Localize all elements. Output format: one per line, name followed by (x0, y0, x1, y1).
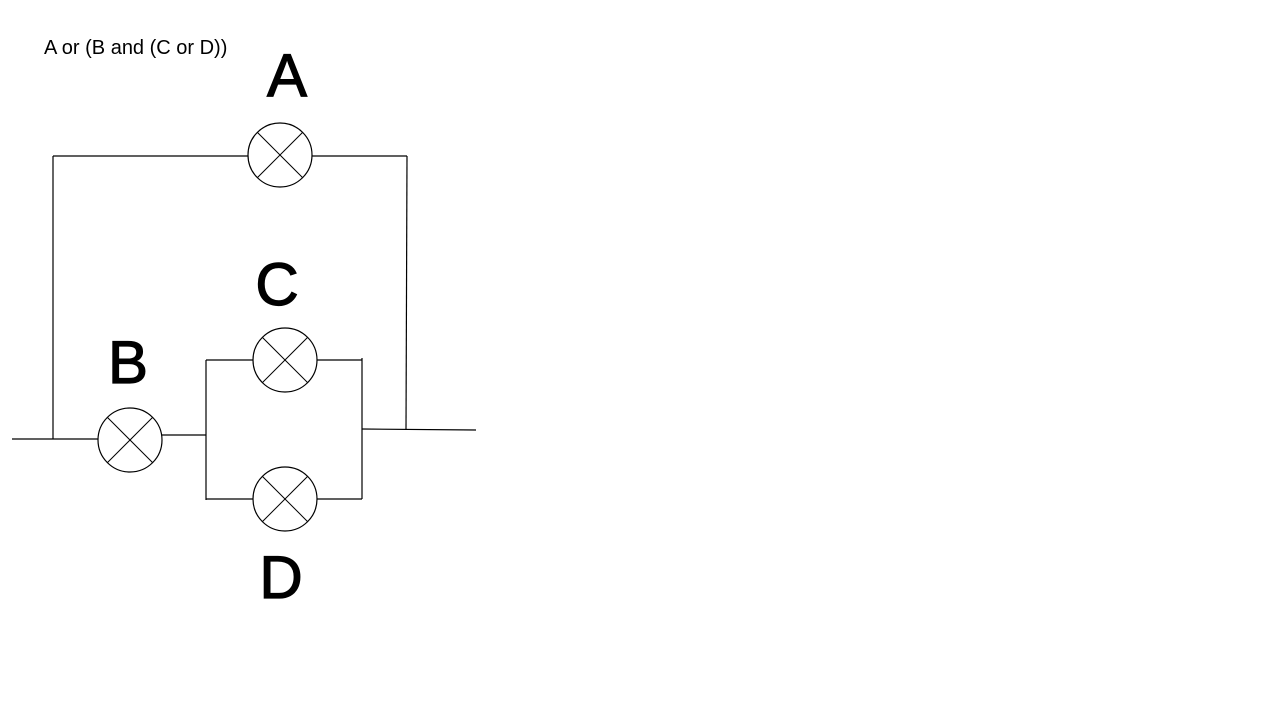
lamp-b-cross-2 (107, 417, 153, 463)
lamp-b-label: B (108, 329, 148, 396)
lamp-d: D (252, 466, 318, 612)
lamp-c-label: C (255, 251, 298, 318)
wire-output-lead (361, 428, 477, 431)
lamp-c-cross-2 (262, 337, 308, 383)
wire-right-vertical (405, 155, 408, 431)
lamp-c: C (252, 250, 318, 393)
lamp-a-label: A (267, 42, 307, 109)
circuit-wires (12, 155, 477, 500)
lamp-a: A (247, 41, 313, 188)
lamp-d-cross-2 (262, 476, 308, 522)
lamp-b: B (97, 328, 163, 473)
lamp-d-label: D (259, 544, 302, 611)
boolean-expression: A or (B and (C or D)) (44, 37, 228, 59)
lamp-a-cross-2 (257, 132, 303, 178)
